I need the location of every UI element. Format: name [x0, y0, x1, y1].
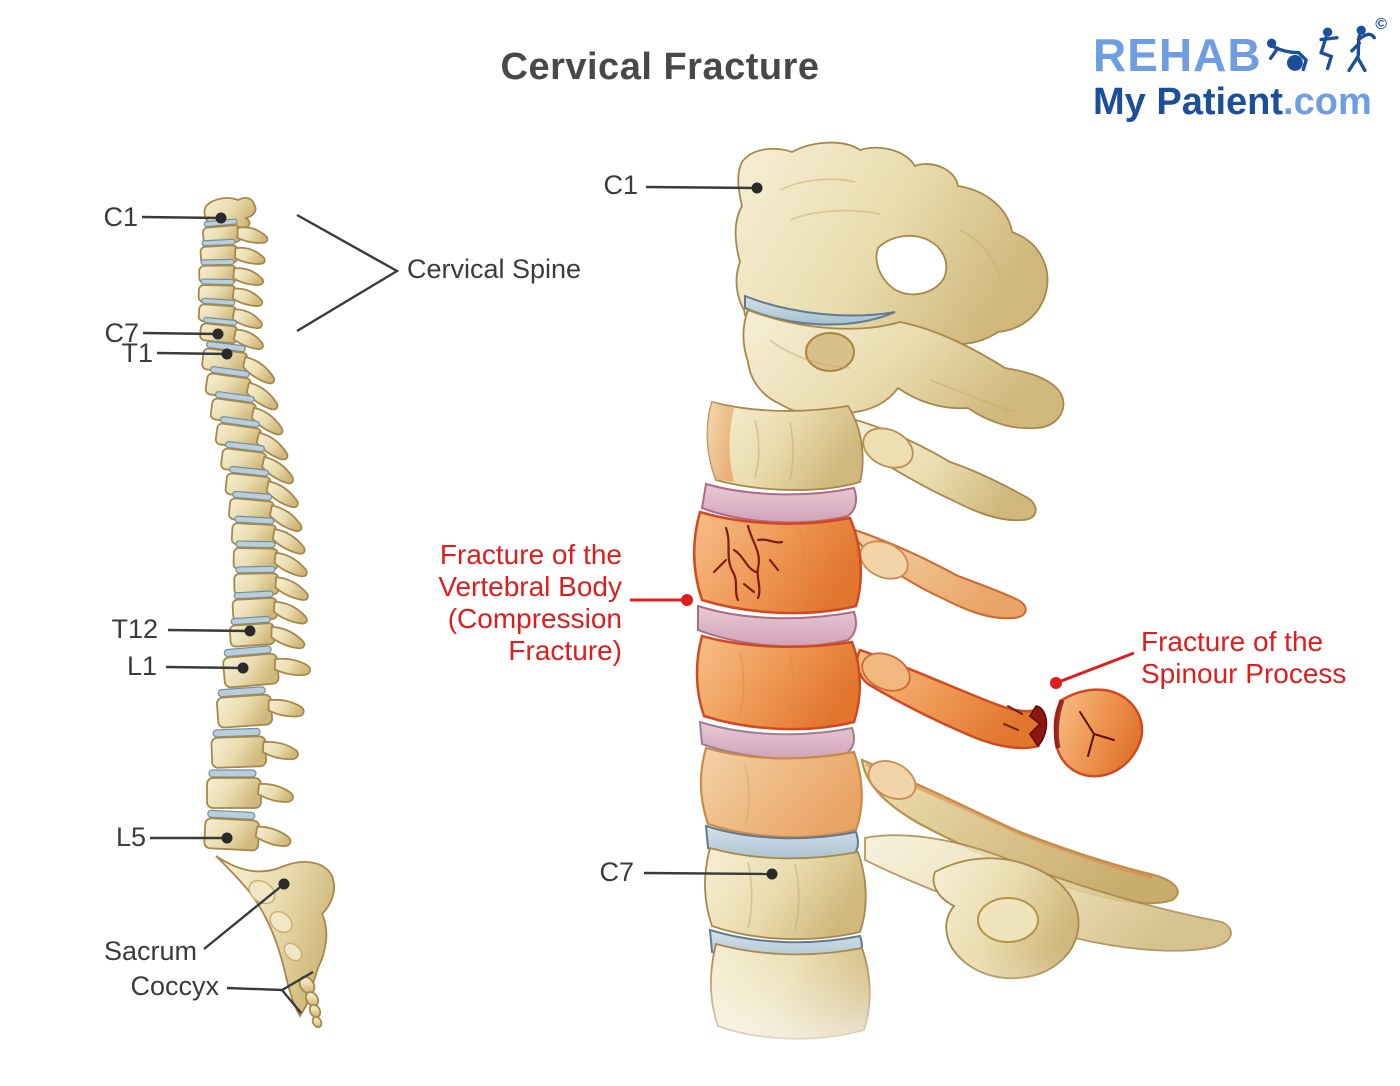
c7-body [704, 846, 867, 940]
logo-row1: REHAB [1093, 16, 1387, 81]
label-spinous-process-fracture: Fracture of the Spinour Process [1141, 626, 1346, 690]
full-spine-illustration [197, 197, 335, 1029]
exercise-figures-icon [1266, 23, 1378, 78]
logo-row2: My Patient.com [1093, 82, 1383, 130]
logo-dot-com-text: .com [1283, 81, 1372, 123]
label-t1-left-spine: T1 [121, 338, 153, 368]
compression-line1: Fracture of the [439, 539, 622, 570]
broken-fragment [1053, 688, 1144, 778]
rehab-my-patient-logo: REHAB [1093, 16, 1387, 130]
label-sacrum: Sacrum [103, 936, 197, 966]
label-l1: L1 [126, 651, 157, 681]
fracture-surface [1029, 705, 1048, 748]
copyright-symbol: © [1375, 16, 1387, 33]
label-c7-left-spine: C7 [104, 318, 139, 348]
cervical-spine-bracket [296, 213, 400, 333]
spinous-line2: Spinour Process [1141, 658, 1347, 689]
coccyx-shape [298, 975, 323, 1029]
c1-vertebra [734, 141, 1049, 352]
compression-line4: Fracture) [508, 635, 622, 666]
cervical-closeup-illustration [650, 141, 1400, 1086]
compression-line2: Vertebral Body [438, 571, 622, 602]
c5-body [695, 634, 861, 731]
spinous-line1: Fracture of the [1141, 626, 1324, 657]
label-l5: L5 [115, 822, 146, 852]
label-compression-fracture: Fracture of the Vertebral Body (Compress… [438, 539, 622, 667]
label-coccyx: Coccyx [130, 971, 219, 1001]
label-c1-closeup: C1 [603, 170, 638, 200]
c6-body [699, 746, 863, 839]
c4-fractured-body [693, 510, 863, 615]
logo-rehab-text: REHAB [1093, 29, 1262, 81]
sacrum-shape [215, 855, 335, 1018]
label-t12: T12 [111, 614, 158, 644]
label-c7-closeup: C7 [599, 857, 634, 887]
label-cervical-spine: Cervical Spine [407, 254, 582, 284]
compression-crack-lines [712, 524, 784, 602]
coccyx-bracket-arm2 [281, 989, 302, 1014]
label-c1-left-spine: C1 [103, 202, 138, 232]
compression-line3: (Compression [447, 603, 622, 634]
logo-my-patient-text: My Patient [1093, 81, 1284, 123]
leader-lines [141, 182, 1135, 1014]
page-title: Cervical Fracture [500, 46, 820, 88]
